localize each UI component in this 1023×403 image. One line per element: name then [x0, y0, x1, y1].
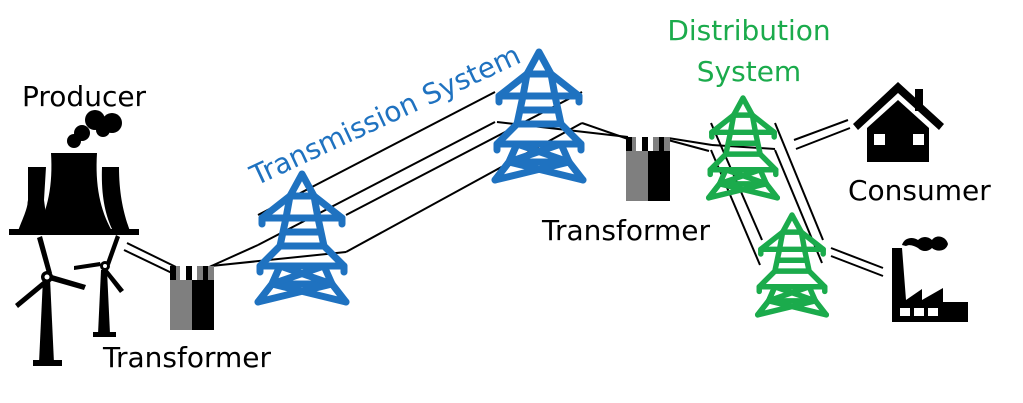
transformer-left-label: Transformer — [102, 341, 272, 374]
wire-distribution — [774, 122, 824, 241]
wind-turbine-icon — [15, 235, 124, 366]
wire-tower-transformer — [581, 122, 629, 140]
wire-producer-transformer — [126, 242, 179, 269]
transmission-system-label: Transmission System — [244, 38, 525, 193]
distribution-system-label-line1: Distribution — [667, 14, 830, 47]
wire-transformer-tower — [210, 251, 347, 267]
wire-transformer-distribution — [667, 139, 710, 152]
wire-to-house — [793, 119, 849, 141]
distribution-tower-icon — [758, 215, 827, 315]
producer-label: Producer — [22, 80, 147, 113]
wire-transformer-distribution — [711, 144, 776, 150]
transformer-icon — [170, 266, 214, 330]
wire-transformer-distribution — [667, 137, 713, 146]
wire-transmission — [257, 121, 496, 246]
wire-producer-transformer — [123, 249, 175, 275]
distribution-system-label-line2: System — [697, 55, 801, 88]
cooling-tower-icon — [9, 110, 139, 235]
wire-transformer-tower — [206, 244, 259, 269]
consumer-label: Consumer — [848, 174, 991, 207]
house-icon — [853, 82, 944, 162]
wire-to-house — [795, 127, 851, 150]
transformer-right-label: Transformer — [541, 214, 711, 247]
transformer-icon — [626, 137, 670, 201]
factory-icon — [892, 236, 968, 322]
wire-to-factory — [830, 247, 884, 269]
wire-to-factory — [830, 255, 884, 277]
